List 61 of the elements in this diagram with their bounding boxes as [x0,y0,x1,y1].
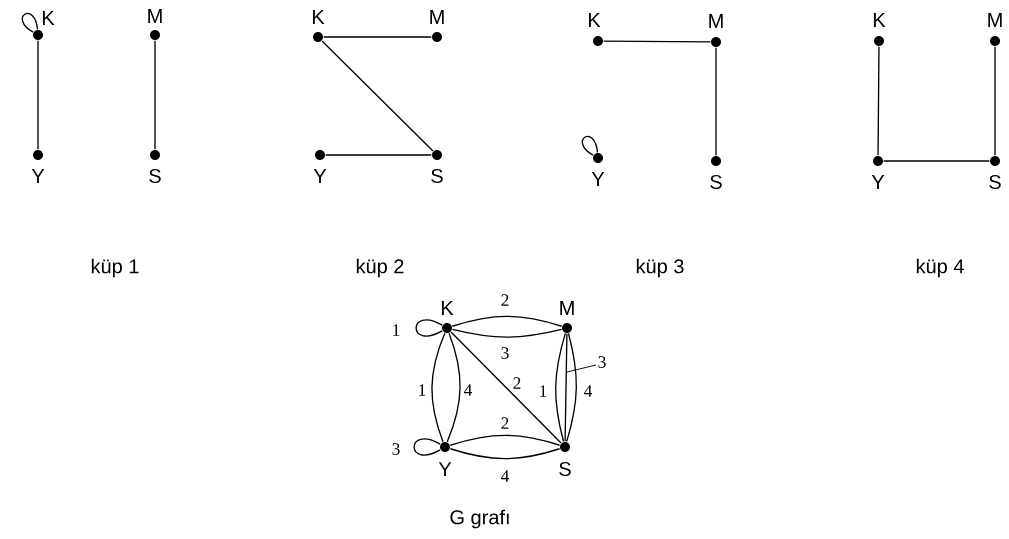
edge-line [323,36,432,38]
vertex-label: M [709,14,723,28]
edge-line [449,448,561,460]
edge-label: 1 [393,324,400,336]
vertex-label: K [312,10,325,24]
vertex-label: M [560,301,574,315]
edge-label: 4 [584,385,593,397]
caption: küp 2 [356,258,404,278]
edge-label: 3 [392,443,400,455]
edge-label: 4 [464,384,473,396]
edge-label: 4 [501,470,510,482]
edge-label: 3 [501,347,509,359]
loop-line [415,319,443,337]
vertex-label: Y [591,172,605,186]
edge-line [715,47,717,156]
edge-label: 2 [501,294,509,306]
vertex-label: S [149,168,161,184]
vertex-label: K [441,301,454,315]
caption: küp 4 [916,258,964,278]
edge-line [431,332,446,443]
vertex-label: S [431,168,443,184]
vertex-label: S [989,174,1001,190]
vertex-label: Y [871,175,885,189]
edge-label: 1 [540,385,547,397]
vertex-label: Y [31,169,45,183]
vertex-label: K [42,11,55,25]
edge-line [994,46,996,156]
edge-line [325,154,432,156]
edge-line [451,315,563,327]
edge-line [450,331,562,444]
edge-line [37,40,39,150]
edge-line [321,40,434,152]
edge-line [449,434,561,446]
loop-line [413,438,441,456]
vertex-label: M [988,13,1002,27]
edge-label: 3 [598,356,606,368]
edge-line [883,160,990,162]
edge-line [603,40,711,43]
vertex-label: M [430,10,444,24]
vertex-label: S [559,461,571,477]
vertex-label: K [588,13,601,27]
edge-line [154,40,156,150]
caption: küp 1 [91,258,139,278]
edge-label: 2 [501,417,509,429]
edge-line [877,46,880,156]
edge-line [451,328,563,338]
edge-line [446,332,461,443]
edge-line [566,332,577,443]
vertex-label: Y [438,462,452,476]
edge-label: 2 [513,377,521,389]
vertex-label: K [873,13,886,27]
edge-line [555,332,566,443]
loop-line [581,135,599,156]
caption: G grafı [450,509,509,529]
vertex-label: M [148,9,162,23]
vertex-label: Y [313,169,327,183]
edge-line [564,333,568,442]
vertex-label: S [710,174,722,190]
loop-line [21,12,39,33]
caption: küp 3 [636,258,684,278]
edge-label: 1 [419,384,426,396]
